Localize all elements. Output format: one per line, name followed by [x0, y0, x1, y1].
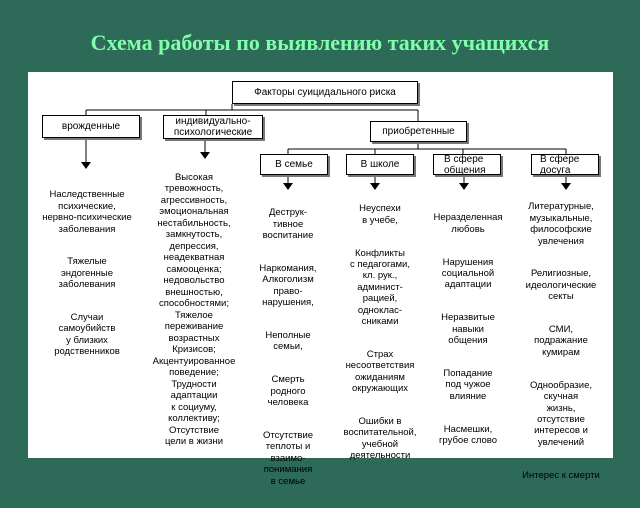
category-individual-label: индивидуально- психологические: [173, 116, 253, 138]
list-item: Страх несоответствия ожиданиям окружающи…: [345, 348, 415, 395]
list-item: Неразвитые навыки общения: [441, 312, 495, 347]
list-item: Наркомания, Алкоголизм право- нарушения,: [259, 263, 317, 309]
list-innate: Наследственные психические, нервно-психи…: [32, 178, 142, 379]
list-item: Конфликты с педагогами, кл. рук., админи…: [350, 247, 410, 328]
list-item: Деструк- тивное воспитание: [262, 207, 314, 242]
list-item: СМИ, подражание кумирам: [534, 324, 588, 358]
sub-school-label: В школе: [360, 159, 400, 170]
list-item: Религиозные, идеологические секты: [525, 268, 597, 303]
list-leisure: Литературные, музыкальные, философские у…: [511, 190, 611, 502]
list-item: Отсутствие теплоты и взаимо- понимания в…: [262, 429, 314, 487]
sub-family-label: В семье: [275, 159, 313, 170]
list-item: Смерть родного человека: [267, 374, 309, 409]
list-item: Неполные семьи,: [265, 330, 311, 353]
connector-lines: [81, 104, 571, 190]
category-acquired: приобретенные: [370, 121, 467, 142]
list-item: Интерес к смерти: [522, 469, 600, 481]
root-box: Факторы суицидального риска: [232, 81, 418, 104]
list-item: Нарушения социальной адаптации: [441, 256, 495, 291]
sub-communication: В сфере общения: [433, 153, 501, 176]
list-communication: Неразделенная любовь Нарушения социально…: [422, 201, 514, 468]
category-individual: индивидуально- психологические: [163, 115, 263, 139]
slide-title: Схема работы по выявлению таких учащихся: [90, 30, 550, 55]
list-family: Деструк- тивное воспитание Наркомания, А…: [240, 196, 336, 508]
list-school: Неуспехи в учебе, Конфликты с педагогами…: [331, 192, 429, 483]
sub-communication-label: В сфере общения: [444, 153, 486, 176]
list-item: Наследственные психические, нервно-психи…: [42, 189, 132, 235]
list-item: Тяжелые эндогенные заболевания: [58, 256, 116, 291]
list-item: Попадание под чужое влияние: [443, 367, 493, 402]
category-innate: врожденные: [42, 115, 140, 138]
category-acquired-label: приобретенные: [382, 126, 455, 137]
list-item: Высокая тревожность, агрессивность, эмоц…: [152, 171, 236, 448]
root-label: Факторы суицидального риска: [254, 87, 396, 98]
list-item: Ошибки в воспитательной, учебной деятель…: [343, 415, 417, 462]
sub-school: В школе: [346, 154, 414, 175]
list-item: Неразделенная любовь: [433, 212, 503, 235]
list-item: Неуспехи в учебе,: [359, 203, 401, 226]
list-item: Случаи самоубийств у близких родственник…: [54, 312, 120, 358]
diagram-panel: Факторы суицидального риска врожденные и…: [28, 72, 613, 487]
sub-leisure-label: В сфере досуга: [540, 153, 580, 176]
list-item: Однообразие, скучная жизнь, отсутствие и…: [529, 379, 593, 448]
list-item: Литературные, музыкальные, философские у…: [528, 201, 594, 247]
list-item: Насмешки, грубое слово: [438, 423, 498, 446]
sub-family: В семье: [260, 154, 328, 175]
category-innate-label: врожденные: [61, 121, 121, 132]
list-individual: Высокая тревожность, агрессивность, эмоц…: [140, 160, 248, 459]
sub-leisure: В сфере досуга: [531, 153, 599, 176]
